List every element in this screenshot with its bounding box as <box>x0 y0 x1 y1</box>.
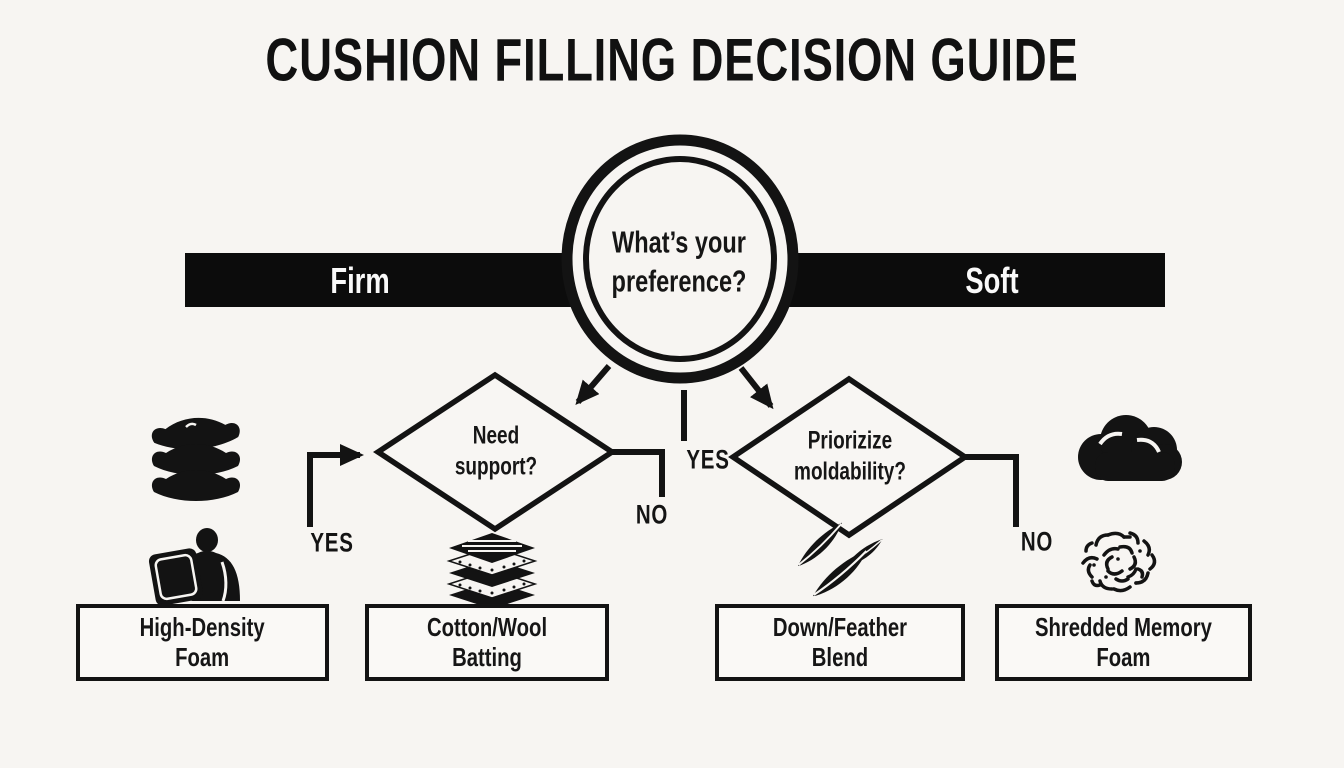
need-support-diamond <box>372 371 618 533</box>
arrow-to-moldability <box>738 366 774 410</box>
yes-elbow-left <box>307 444 364 527</box>
no-label-left: NO <box>635 499 669 530</box>
no-elbow-left <box>612 449 665 497</box>
connectors <box>307 364 1019 527</box>
yes-label-left: YES <box>310 527 354 558</box>
outcome-down-feather-blend: Down/Feather Blend <box>715 604 965 681</box>
no-label-right: NO <box>1020 526 1054 557</box>
page-title-text: CUSHION FILLING DECISION GUIDE <box>265 26 1079 94</box>
shredded-foam-icon <box>1081 531 1157 593</box>
outcome-high-density-foam: High-Density Foam <box>76 604 329 681</box>
moldability-text: Priorizize moldability? <box>794 426 906 486</box>
firm-label: Firm <box>330 260 390 301</box>
no-elbow-right <box>965 454 1019 527</box>
need-support-text: Need support? <box>454 421 538 481</box>
page-title: CUSHION FILLING DECISION GUIDE <box>137 26 1207 95</box>
yes-label-center: YES <box>686 444 730 475</box>
batting-layers-icon <box>446 533 538 609</box>
back-support-icon <box>148 528 240 606</box>
root-question-circle <box>561 134 799 384</box>
moldability-diamond <box>728 375 970 539</box>
outcome-shredded-memory-foam: Shredded Memory Foam <box>995 604 1252 681</box>
root-question-text: What’s your preference? <box>611 224 747 298</box>
cloud-icon <box>1078 415 1182 481</box>
soft-label: Soft <box>965 260 1019 301</box>
arrow-to-need-support <box>575 364 612 406</box>
pillow-stack-icon <box>150 414 241 501</box>
outcome-cotton-wool-batting: Cotton/Wool Batting <box>365 604 609 681</box>
feathers-icon <box>789 521 886 598</box>
